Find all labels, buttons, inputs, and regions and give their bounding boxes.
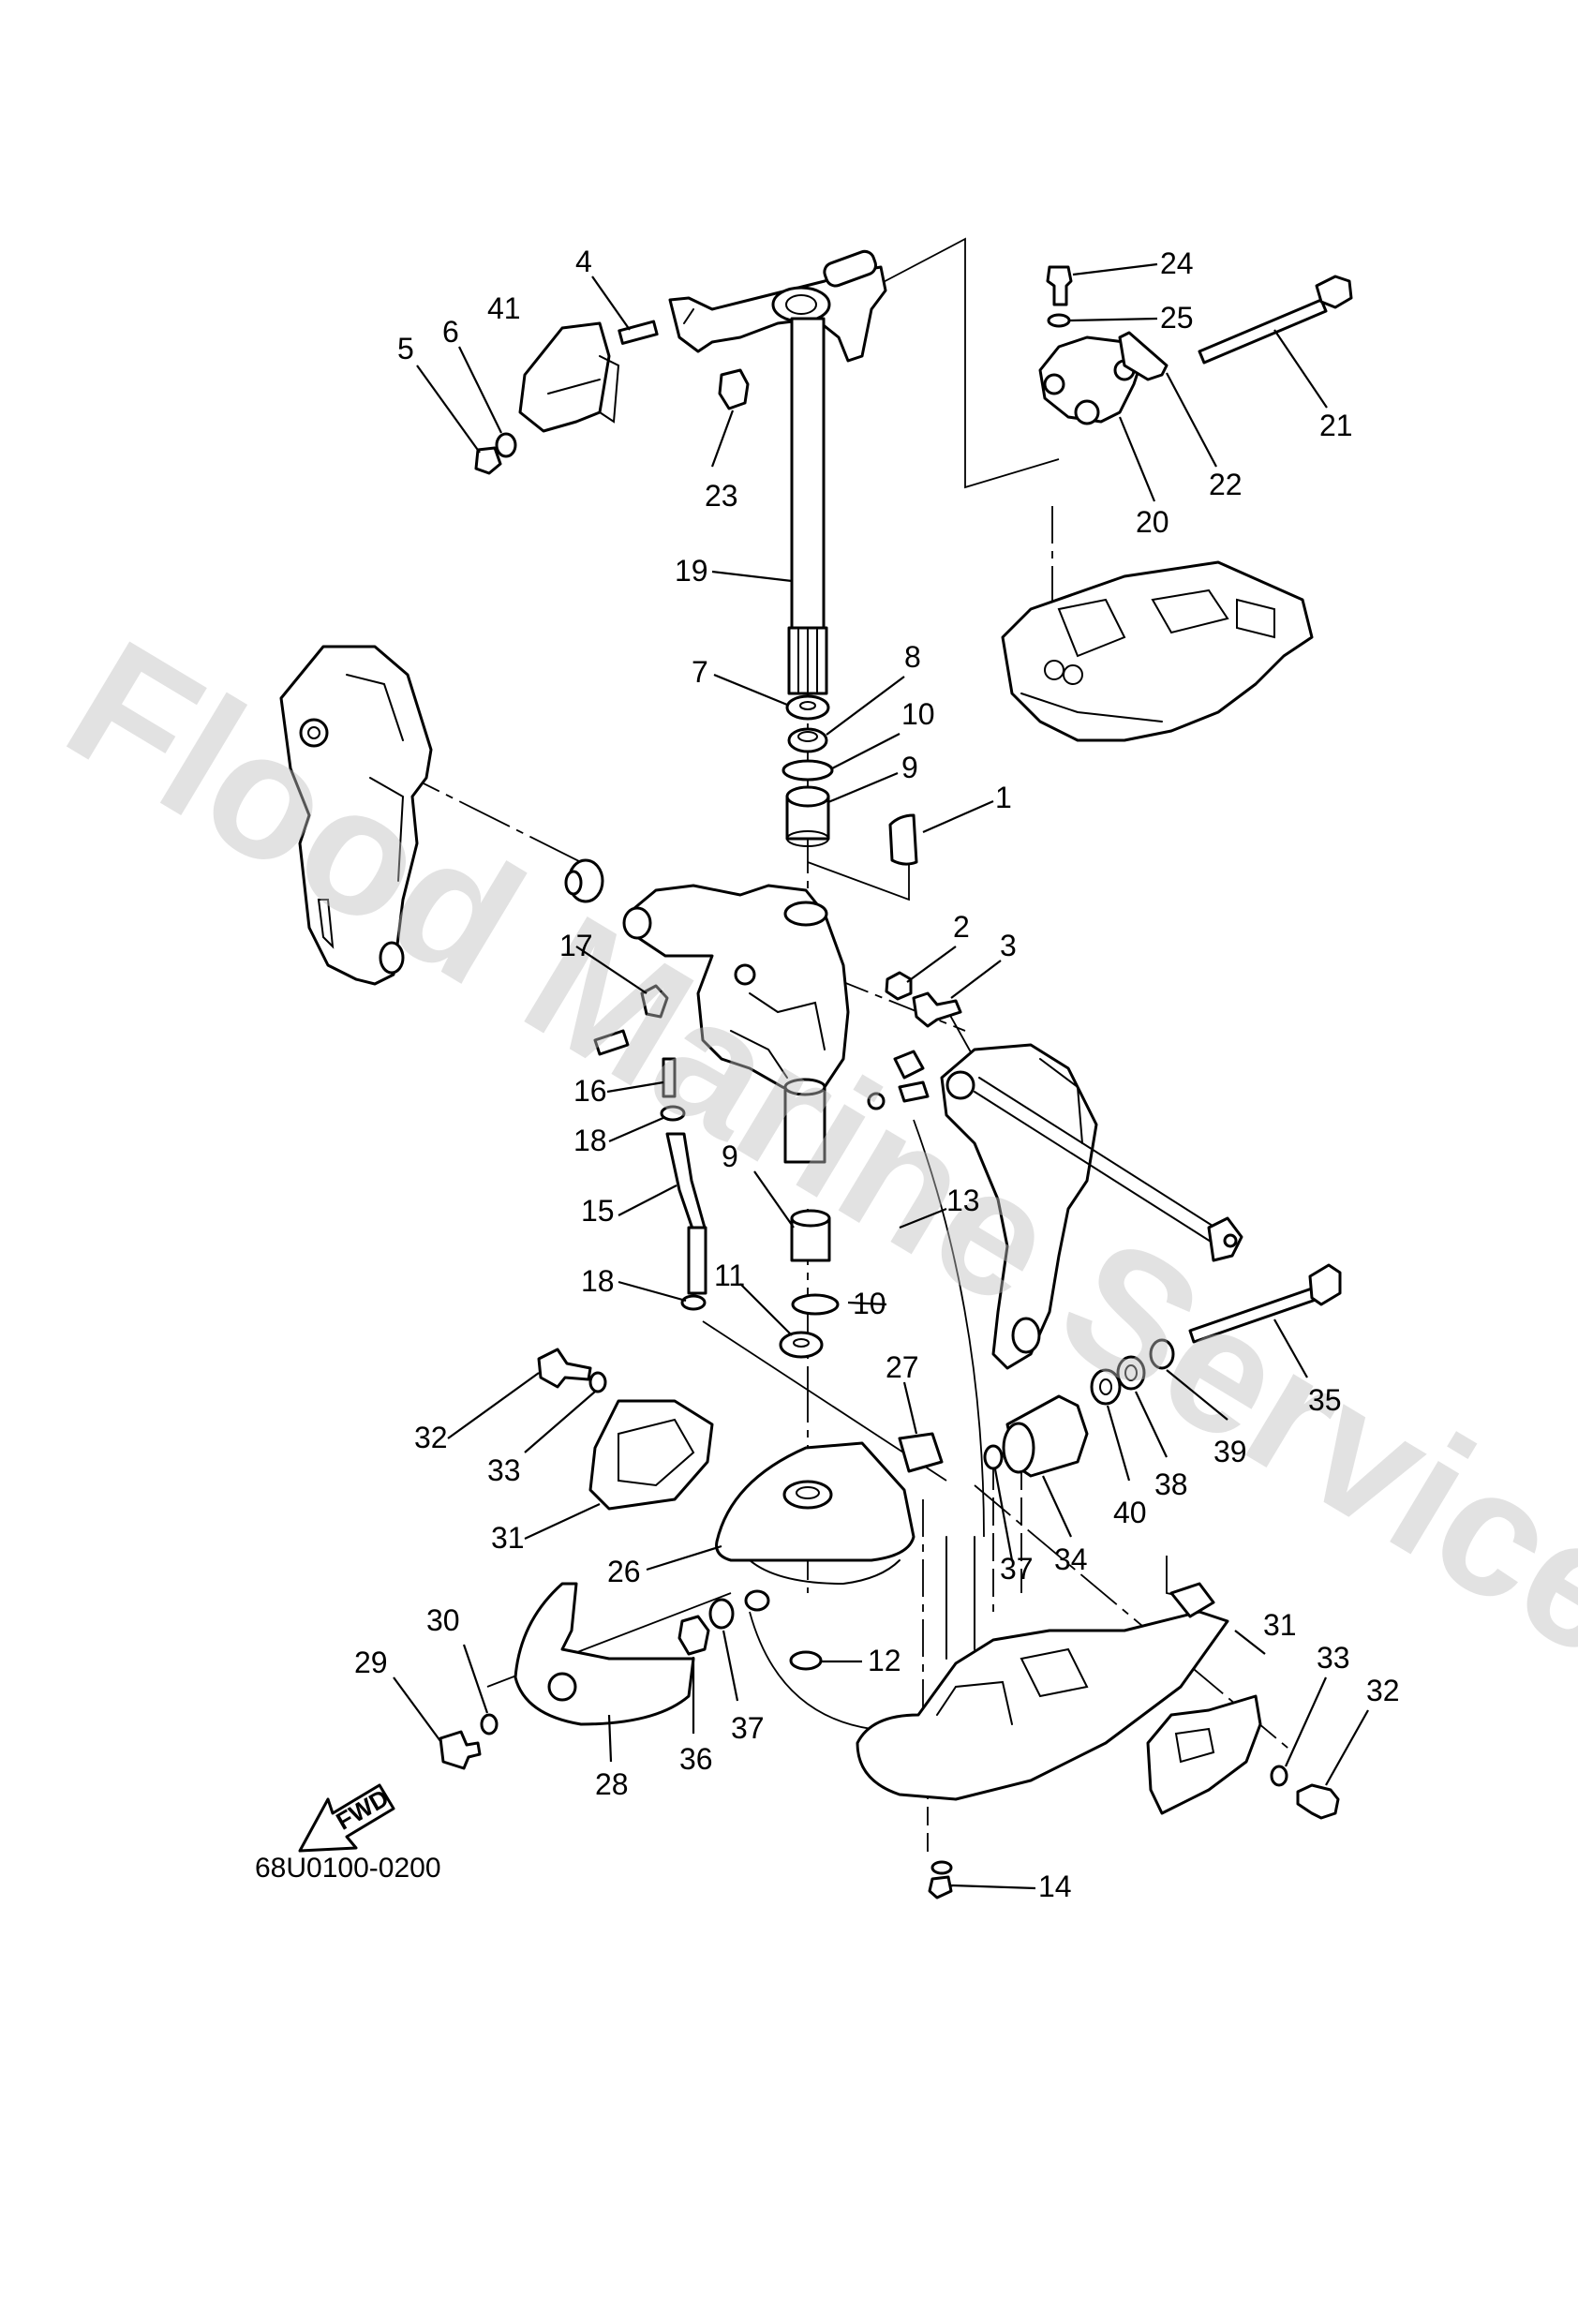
part-10-o-ring-lower xyxy=(791,1293,840,1316)
callout-36: 36 xyxy=(679,1742,713,1776)
part-18-clamp xyxy=(660,1105,686,1122)
lower-casing xyxy=(856,1610,1229,1801)
callout-17: 17 xyxy=(559,929,593,962)
part-21-long-bolt xyxy=(1198,298,1328,365)
diagram-part-code: 68U0100-0200 xyxy=(255,1853,441,1884)
part-24-bolt xyxy=(1046,265,1073,306)
callout-31-right: 31 xyxy=(1263,1608,1297,1642)
part-23-nut xyxy=(718,368,750,410)
part-12-clip xyxy=(789,1650,823,1671)
callout-1: 1 xyxy=(995,781,1012,814)
part-33-washer xyxy=(588,1371,607,1393)
callout-28: 28 xyxy=(595,1767,629,1801)
callout-3: 3 xyxy=(1000,929,1017,962)
part-32-bolt-right xyxy=(1296,1783,1340,1820)
part-11-washer xyxy=(779,1331,824,1359)
part-10-o-ring xyxy=(782,759,834,782)
callout-12: 12 xyxy=(868,1644,901,1677)
part-39-washer xyxy=(1149,1338,1175,1370)
part-14-screw-washer xyxy=(930,1860,953,1875)
callout-10-upper: 10 xyxy=(901,697,935,731)
callout-18-upper: 18 xyxy=(573,1124,607,1157)
part-18-clamp-lower xyxy=(680,1294,707,1311)
callout-4: 4 xyxy=(575,245,592,278)
part-20-upper-mount xyxy=(1038,335,1145,424)
part-33-washer-right xyxy=(1270,1765,1288,1787)
callout-23: 23 xyxy=(705,479,738,513)
part-14-screw xyxy=(928,1875,953,1899)
callout-31-left: 31 xyxy=(491,1521,525,1555)
part-32-bolt xyxy=(537,1348,592,1389)
callout-24: 24 xyxy=(1160,246,1194,280)
callout-27: 27 xyxy=(886,1350,919,1384)
callout-8: 8 xyxy=(904,640,921,674)
part-36-nut xyxy=(677,1615,710,1656)
part-16-stud xyxy=(662,1057,677,1098)
part-6-washer xyxy=(495,432,517,458)
callout-29: 29 xyxy=(354,1646,388,1679)
callout-41: 41 xyxy=(487,291,521,325)
part-17-clip xyxy=(640,984,669,1019)
part-30-washer xyxy=(480,1713,499,1736)
callout-21: 21 xyxy=(1319,409,1353,442)
callout-34: 34 xyxy=(1054,1542,1088,1576)
part-40-washer xyxy=(1090,1368,1122,1406)
callout-20: 20 xyxy=(1136,505,1169,539)
callout-35: 35 xyxy=(1308,1383,1342,1417)
callout-37-upper: 37 xyxy=(1000,1552,1034,1586)
callout-25: 25 xyxy=(1160,301,1194,335)
callout-32-left: 32 xyxy=(414,1421,448,1454)
part-shapes: FWD xyxy=(279,249,1353,1899)
callout-33-left: 33 xyxy=(487,1453,521,1487)
callout-7: 7 xyxy=(692,655,708,689)
callout-6: 6 xyxy=(442,315,459,349)
callout-39: 39 xyxy=(1213,1435,1247,1468)
callout-30: 30 xyxy=(426,1603,460,1637)
part-2-nut xyxy=(885,971,913,1001)
callout-18-lower: 18 xyxy=(581,1264,615,1298)
callout-9-upper: 9 xyxy=(901,751,918,784)
callout-22: 22 xyxy=(1209,468,1243,501)
part-38-washer xyxy=(1116,1355,1146,1391)
upper-mount-bracket xyxy=(1001,560,1314,742)
callout-16: 16 xyxy=(573,1074,607,1108)
part-19-steering-shaft xyxy=(790,317,826,630)
part-1-bushing-half xyxy=(888,813,918,866)
callout-40: 40 xyxy=(1113,1496,1147,1529)
callout-32-right: 32 xyxy=(1366,1674,1400,1707)
callout-37-lower: 37 xyxy=(731,1711,765,1745)
callout-9-lower: 9 xyxy=(722,1140,738,1173)
fwd-arrow: FWD xyxy=(298,1783,395,1853)
part-5-nut xyxy=(474,446,502,475)
callout-38: 38 xyxy=(1154,1467,1188,1501)
part-3-bolt xyxy=(912,991,962,1028)
callout-2: 2 xyxy=(953,910,970,944)
part-29-bolt xyxy=(439,1730,482,1770)
part-25-washer xyxy=(1047,313,1071,328)
callout-11: 11 xyxy=(714,1259,745,1292)
callout-15: 15 xyxy=(581,1194,615,1228)
part-22-plate xyxy=(1118,331,1169,381)
callout-5: 5 xyxy=(397,332,414,365)
callout-19: 19 xyxy=(675,554,708,588)
part-37-washer-lower xyxy=(708,1598,735,1630)
part-7-washer xyxy=(785,694,830,721)
part-28-lower-cover xyxy=(514,1582,695,1726)
part-31-cover xyxy=(588,1399,714,1511)
part-41-bracket xyxy=(518,321,611,433)
callout-13: 13 xyxy=(946,1184,980,1217)
part-27-mount-block xyxy=(898,1432,944,1473)
callout-labels: 1 2 3 4 5 6 7 8 9 9 10 10 11 12 13 14 15… xyxy=(354,245,1400,1903)
part-37-washer xyxy=(983,1444,1004,1470)
callout-33-right: 33 xyxy=(1317,1641,1350,1675)
callout-26: 26 xyxy=(607,1555,641,1588)
callout-14: 14 xyxy=(1038,1870,1072,1903)
callout-10-lower: 10 xyxy=(853,1287,886,1320)
callout-leaders xyxy=(393,262,1369,1890)
part-4-stud xyxy=(618,320,659,345)
